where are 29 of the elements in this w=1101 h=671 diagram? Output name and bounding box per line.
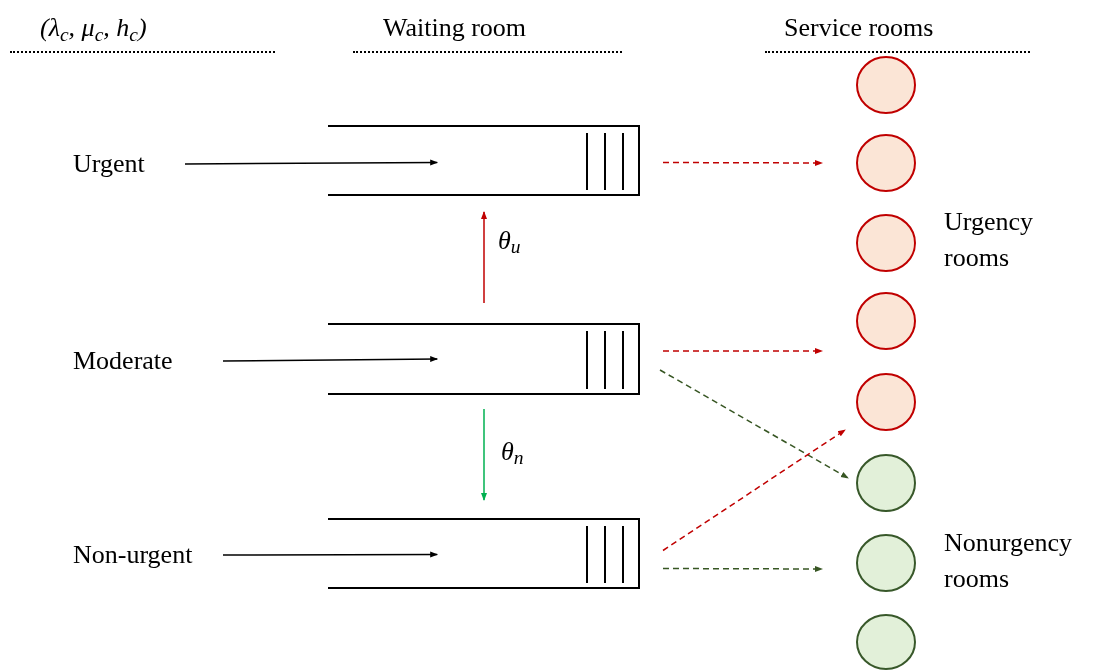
- service-room-circle: [856, 373, 916, 431]
- arrow: [662, 429, 846, 552]
- category-label: Non-urgent: [73, 538, 221, 572]
- service-room-circle: [856, 534, 916, 592]
- column-heading: Service rooms: [765, 8, 1030, 53]
- arrow: [481, 408, 487, 501]
- column-heading: Waiting room: [353, 8, 622, 53]
- service-room-circle: [856, 292, 916, 350]
- queue-symbol: [328, 518, 640, 589]
- group-label: Nonurgency rooms: [944, 527, 1074, 595]
- arrow: [222, 356, 439, 363]
- category-label: Urgent: [73, 147, 161, 181]
- arrow: [222, 551, 439, 558]
- service-room-circle: [856, 454, 916, 512]
- arrow: [662, 348, 823, 354]
- service-room-circle: [856, 56, 916, 114]
- queue-symbol: [328, 125, 640, 196]
- arrow: [184, 159, 439, 166]
- service-room-circle: [856, 214, 916, 272]
- group-label: Urgency rooms: [944, 206, 1035, 274]
- column-heading: (λ$_{c}$, μ$_{c}$, h$_{c}$): [10, 8, 275, 53]
- category-label: Moderate: [73, 344, 195, 378]
- arrow: [659, 369, 849, 479]
- arrow: [481, 211, 487, 304]
- arrow: [662, 566, 823, 572]
- arrow: [662, 160, 823, 166]
- service-room-circle: [856, 134, 916, 192]
- service-room-circle: [856, 614, 916, 670]
- queue-symbol: [328, 323, 640, 395]
